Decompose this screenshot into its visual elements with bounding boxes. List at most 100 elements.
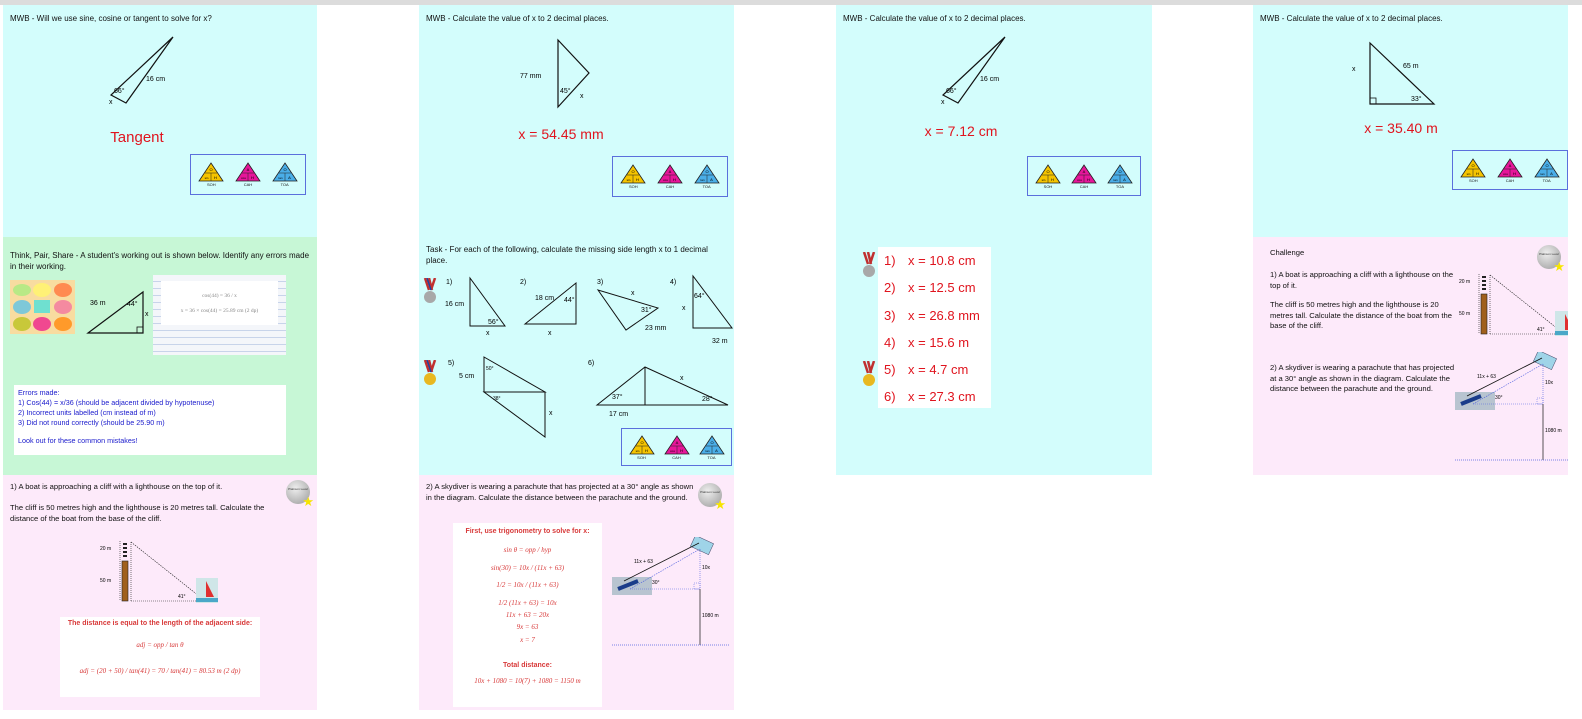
svg-text:H: H [680,448,683,453]
silver-medal-icon [862,252,876,277]
svg-text:x: x [109,99,113,106]
trig-triangle-cah: A cos H CAH [1497,157,1523,183]
svg-text:4): 4) [670,279,676,286]
answer-item: 1)x = 10.8 cm [884,253,976,268]
trig-label: SOH [637,454,646,460]
svg-text:66°: 66° [946,87,957,95]
slide-6[interactable]: Task - For each of the following, calcul… [419,237,734,475]
slide-sorter-top-bar [0,0,1582,5]
trig-triangle-soh: O sin H SOH [620,164,647,189]
svg-text:tan: tan [705,449,710,453]
svg-text:A: A [710,177,713,182]
slide-7[interactable]: 1)x = 10.8 cm 2)x = 12.5 cm 3)x = 26.8 m… [836,237,1152,475]
svg-text:x: x [680,375,684,382]
trig-triangle-soh: O sin H SOH [1460,157,1487,183]
svg-text:3): 3) [597,279,603,286]
triangle-diagram: 36 m 44° x [86,290,149,334]
trig-label: SOH [628,184,638,189]
question-2-text: 2) A skydiver is wearing a parachute tha… [1270,363,1455,393]
svg-text:O: O [640,440,643,445]
svg-text:H: H [1087,177,1090,182]
answer-text: x = 35.40 m [1364,120,1438,136]
svg-text:O: O [1545,163,1548,168]
answer-item: 3)x = 26.8 mm [884,307,980,323]
svg-text:cos: cos [670,449,675,453]
solution-line: adj = (20 + 50) / tan(41) = 70 / tan(41)… [79,667,241,675]
svg-text:O: O [283,167,286,172]
svg-text:66°: 66° [114,87,125,95]
solution-line: 11x + 63 = 20x [505,611,550,620]
trig-label: SOH [1043,183,1053,189]
trig-label: TOA [702,184,711,189]
svg-text:O: O [1118,169,1121,174]
svg-text:A: A [1123,177,1126,182]
answer-text: x = 7.12 cm [924,123,998,139]
slide-9[interactable]: 1) A boat is approaching a cliff with a … [3,475,317,710]
slide-10[interactable]: 2) A skydiver is wearing a parachute tha… [419,475,734,710]
svg-text:H: H [673,177,676,182]
svg-text:17 cm: 17 cm [609,411,628,418]
trig-label: TOA [1542,177,1551,183]
triangle-diagram: 16 cm 66° x [109,36,174,106]
svg-text:64°: 64° [694,292,705,300]
solution-line: x = 7 [520,635,535,644]
question-detail: The cliff is 50 metres high and the ligh… [10,503,265,523]
svg-text:50°: 50° [486,366,494,372]
svg-text:x: x [145,311,149,318]
question-1-text: 1) A boat is approaching a cliff with a … [1270,270,1454,290]
svg-text:33°: 33° [1411,95,1422,103]
question-text: 1) A boat is approaching a cliff with a … [10,482,223,491]
slide-5[interactable]: Think, Pair, Share - A student's working… [3,237,317,475]
error-item: 2) Incorrect units labelled (cm instead … [18,408,156,417]
slide-2[interactable]: MWB - Calculate the value of x to 2 deci… [419,5,734,237]
question-1-detail: The cliff is 50 metres high and the ligh… [1270,300,1452,330]
svg-text:tan: tan [700,178,705,182]
svg-text:36 m: 36 m [90,300,106,307]
question-text: 2) A skydiver is wearing a parachute tha… [426,482,694,502]
svg-text:20 m: 20 m [1459,279,1470,285]
slide-8[interactable]: Challenge 1) A boat is approaching a cli… [1253,237,1568,475]
svg-text:sin: sin [635,449,639,453]
slide-1[interactable]: MWB - Will we use sine, cosine or tangen… [3,5,317,237]
svg-text:O: O [705,169,708,174]
slide-title: MWB - Will we use sine, cosine or tangen… [10,14,212,23]
svg-text:sin: sin [205,176,209,180]
svg-text:50 m: 50 m [1459,311,1470,317]
slide-title: MWB - Calculate the value of x to 2 deci… [1260,14,1443,23]
answers-list: 1)x = 10.8 cm 2)x = 12.5 cm 3)x = 26.8 m… [878,247,991,408]
slide-4[interactable]: MWB - Calculate the value of x to 2 deci… [1253,5,1568,237]
trig-triangle-toa: O tan A TOA [271,162,298,187]
trig-label: CAH [1079,183,1089,189]
svg-text:A: A [1083,169,1086,174]
svg-text:O: O [710,440,713,445]
trig-triangle-soh: O sin H SOH [198,162,225,187]
svg-text:A: A [1550,171,1553,176]
trig-label: SOH [206,182,216,187]
svg-text:H: H [1513,171,1516,176]
svg-text:1): 1) [446,279,452,286]
trig-triangle-toa: O tan A TOA [698,434,725,460]
svg-text:56°: 56° [488,318,499,326]
triangle-diagram: 65 m 33° x [1352,41,1436,105]
slide-3[interactable]: MWB - Calculate the value of x to 2 deci… [836,5,1152,237]
solution-line: 1/2 (11x + 63) = 10x [498,598,557,607]
slide-title: MWB - Calculate the value of x to 2 deci… [843,14,1026,23]
svg-text:tan: tan [1540,172,1545,176]
svg-text:O: O [632,169,635,174]
answer-text: Tangent [110,129,164,146]
solution-heading: Total distance: [503,662,552,670]
slide-title: Challenge [1270,248,1305,257]
svg-text:H: H [645,448,648,453]
trig-label: CAH [243,182,253,187]
svg-text:38°: 38° [493,396,501,402]
svg-text:sin: sin [1042,178,1046,182]
svg-text:H: H [1051,177,1054,182]
svg-text:11x + 63: 11x + 63 [1477,374,1496,380]
svg-text:x: x [941,99,945,106]
solution-line: 1/2 = 10x / (11x + 63) [496,581,559,590]
platinum-level-badge: Platinum Level★ [286,480,314,508]
answer-item: 5)x = 4.7 cm [884,362,969,378]
answer-item: 4)x = 15.6 m [884,334,970,350]
